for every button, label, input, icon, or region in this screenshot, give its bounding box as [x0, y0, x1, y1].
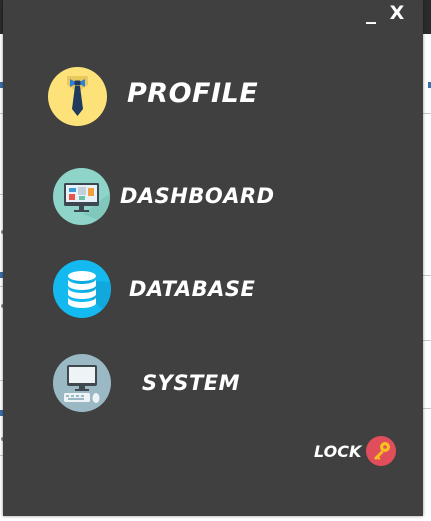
database-icon	[53, 260, 111, 318]
minimize-button[interactable]: _	[366, 0, 376, 24]
menu-item-label: DATABASE	[129, 277, 256, 301]
lock-label: LOCK	[314, 442, 362, 461]
background-mark	[0, 82, 3, 88]
background-divider	[423, 275, 431, 276]
menu-item-label: PROFILE	[127, 78, 259, 109]
background-divider	[423, 113, 431, 114]
background-divider	[423, 408, 431, 409]
menu-item-system[interactable]: SYSTEM	[52, 353, 252, 415]
menu-item-database[interactable]: DATABASE	[52, 259, 256, 319]
desktop-computer-icon	[53, 354, 111, 412]
menu-item-label: DASHBOARD	[120, 184, 275, 208]
monitor-chart-icon	[53, 168, 110, 225]
background-mark	[0, 410, 3, 416]
menu-item-label: SYSTEM	[142, 371, 241, 395]
navigation-panel: _ X PROFILE	[3, 0, 423, 516]
lock-button[interactable]: LOCK	[311, 435, 406, 469]
background-divider	[423, 340, 431, 341]
background-mark	[0, 272, 3, 278]
tie-icon	[48, 67, 107, 126]
key-icon	[366, 436, 396, 466]
close-button[interactable]: X	[389, 2, 405, 24]
menu-item-profile[interactable]: PROFILE	[48, 66, 268, 128]
menu-item-dashboard[interactable]: DASHBOARD	[52, 167, 274, 227]
background-mark	[428, 82, 431, 88]
